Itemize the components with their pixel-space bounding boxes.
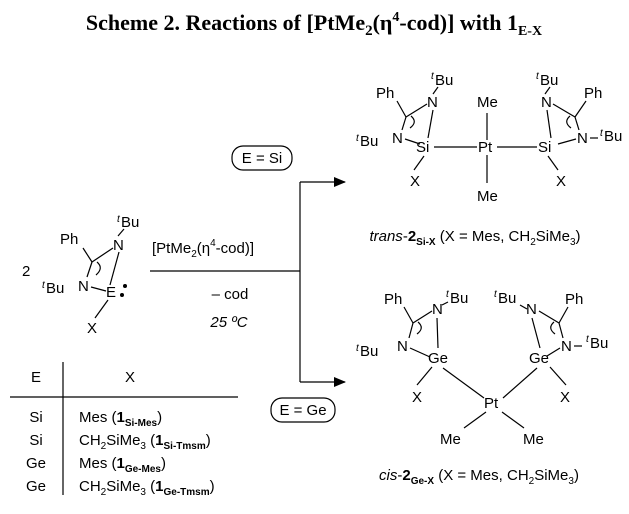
- pt-atom-trans: Pt: [478, 139, 493, 156]
- branch-si-box: [231, 145, 293, 171]
- cis-product-structure: Ph N t Bu N t Bu Ge X Pt Me Me Ge X t Bu…: [356, 289, 608, 448]
- svg-text:Me: Me: [477, 94, 498, 111]
- svg-text:Bu: Bu: [604, 128, 622, 145]
- svg-text:N: N: [427, 94, 438, 111]
- si-atom-left: Si: [416, 139, 429, 156]
- svg-text:N: N: [432, 301, 443, 318]
- table-header-e: E: [31, 369, 41, 386]
- svg-text:Me: Me: [477, 188, 498, 205]
- phenyl-label: Ph: [584, 85, 602, 102]
- svg-text:Mes (1Si-Mes): Mes (1Si-Mes): [79, 409, 162, 429]
- scheme-title: Scheme 2. Reactions of [PtMe2(η4-cod)] w…: [86, 10, 542, 39]
- ligand-x: X: [87, 320, 97, 337]
- svg-text:X: X: [410, 173, 420, 190]
- svg-text:Bu: Bu: [360, 133, 378, 150]
- ligand-phenyl: Ph: [60, 231, 78, 248]
- temperature-label: 25 ºC: [209, 314, 247, 331]
- svg-text:t: t: [446, 289, 450, 300]
- branch-ge-box: [270, 397, 336, 423]
- table-row: Si Mes (1Si-Mes): [29, 409, 162, 429]
- ligand-element-e: E: [106, 284, 116, 301]
- phenyl-label: Ph: [376, 85, 394, 102]
- svg-text:N: N: [561, 338, 572, 355]
- branch-ge-label: E = Ge: [279, 402, 326, 419]
- svg-text:N: N: [397, 338, 408, 355]
- cis-product-caption: cis-2Ge-X (X = Mes, CH2SiMe3): [379, 467, 579, 487]
- svg-text:CH2SiMe3 (1Ge-Tmsm): CH2SiMe3 (1Ge-Tmsm): [79, 478, 215, 498]
- svg-text:X: X: [560, 389, 570, 406]
- branch-si-label: E = Si: [242, 150, 282, 167]
- byproduct-label: – cod: [212, 286, 249, 303]
- ge-atom-right: Ge: [529, 350, 549, 367]
- svg-text:N: N: [392, 130, 403, 147]
- svg-text:Bu: Bu: [46, 280, 64, 297]
- svg-text:t: t: [431, 71, 435, 82]
- svg-text:Bu: Bu: [121, 214, 139, 231]
- svg-text:Ge: Ge: [26, 478, 46, 495]
- svg-text:t: t: [42, 280, 46, 291]
- table-row: Si CH2SiMe3 (1Si-Tmsm): [29, 432, 210, 452]
- svg-text:t: t: [356, 133, 360, 144]
- svg-text:Bu: Bu: [540, 72, 558, 89]
- svg-text:Bu: Bu: [450, 290, 468, 307]
- trans-product-caption: trans-2Si-X (X = Mes, CH2SiMe3): [369, 228, 580, 248]
- phenyl-label: Ph: [384, 291, 402, 308]
- ligand-structure: 2 Ph N t Bu N t Bu E X: [22, 214, 139, 337]
- svg-text:Si: Si: [29, 432, 42, 449]
- svg-text:Si: Si: [29, 409, 42, 426]
- phenyl-label: Ph: [565, 291, 583, 308]
- svg-text:N: N: [577, 130, 588, 147]
- svg-text:Me: Me: [440, 431, 461, 448]
- si-atom-right: Si: [538, 139, 551, 156]
- svg-text:Mes (1Ge-Mes): Mes (1Ge-Mes): [79, 455, 166, 475]
- svg-text:t: t: [600, 128, 604, 139]
- table-row: Ge Mes (1Ge-Mes): [26, 455, 166, 475]
- svg-text:t: t: [494, 289, 498, 300]
- svg-text:N: N: [526, 301, 537, 318]
- ligand-n-lower: N: [78, 278, 89, 295]
- svg-text:CH2SiMe3 (1Si-Tmsm): CH2SiMe3 (1Si-Tmsm): [79, 432, 211, 452]
- svg-text:N: N: [541, 94, 552, 111]
- reagent-label: [PtMe2(η4-cod)]: [152, 238, 254, 260]
- svg-text:Bu: Bu: [590, 335, 608, 352]
- svg-text:X: X: [412, 389, 422, 406]
- table-header-x: X: [125, 369, 135, 386]
- svg-text:Bu: Bu: [498, 290, 516, 307]
- ligand-n-upper: N: [113, 237, 124, 254]
- svg-text:Me: Me: [523, 431, 544, 448]
- ge-atom-left: Ge: [428, 350, 448, 367]
- reaction-conditions: [PtMe2(η4-cod)] – cod 25 ºC: [150, 238, 300, 331]
- svg-text:Bu: Bu: [435, 72, 453, 89]
- svg-text:t: t: [356, 343, 360, 354]
- substrate-table: E X Si Mes (1Si-Mes) Si CH2SiMe3 (1Si-Tm…: [10, 362, 238, 498]
- table-row: Ge CH2SiMe3 (1Ge-Tmsm): [26, 478, 215, 498]
- svg-text:Bu: Bu: [360, 343, 378, 360]
- pt-atom-cis: Pt: [484, 395, 499, 412]
- svg-text:Ge: Ge: [26, 455, 46, 472]
- svg-text:t: t: [586, 334, 590, 345]
- trans-product-structure: Ph N t Bu N t Bu Si X Pt Me Me Si X t Bu…: [356, 71, 622, 205]
- branch-arrows: E = Si E = Ge: [231, 145, 346, 423]
- svg-text:t: t: [117, 214, 121, 225]
- ligand-coefficient: 2: [22, 263, 30, 280]
- svg-text:X: X: [556, 173, 566, 190]
- svg-text:t: t: [536, 71, 540, 82]
